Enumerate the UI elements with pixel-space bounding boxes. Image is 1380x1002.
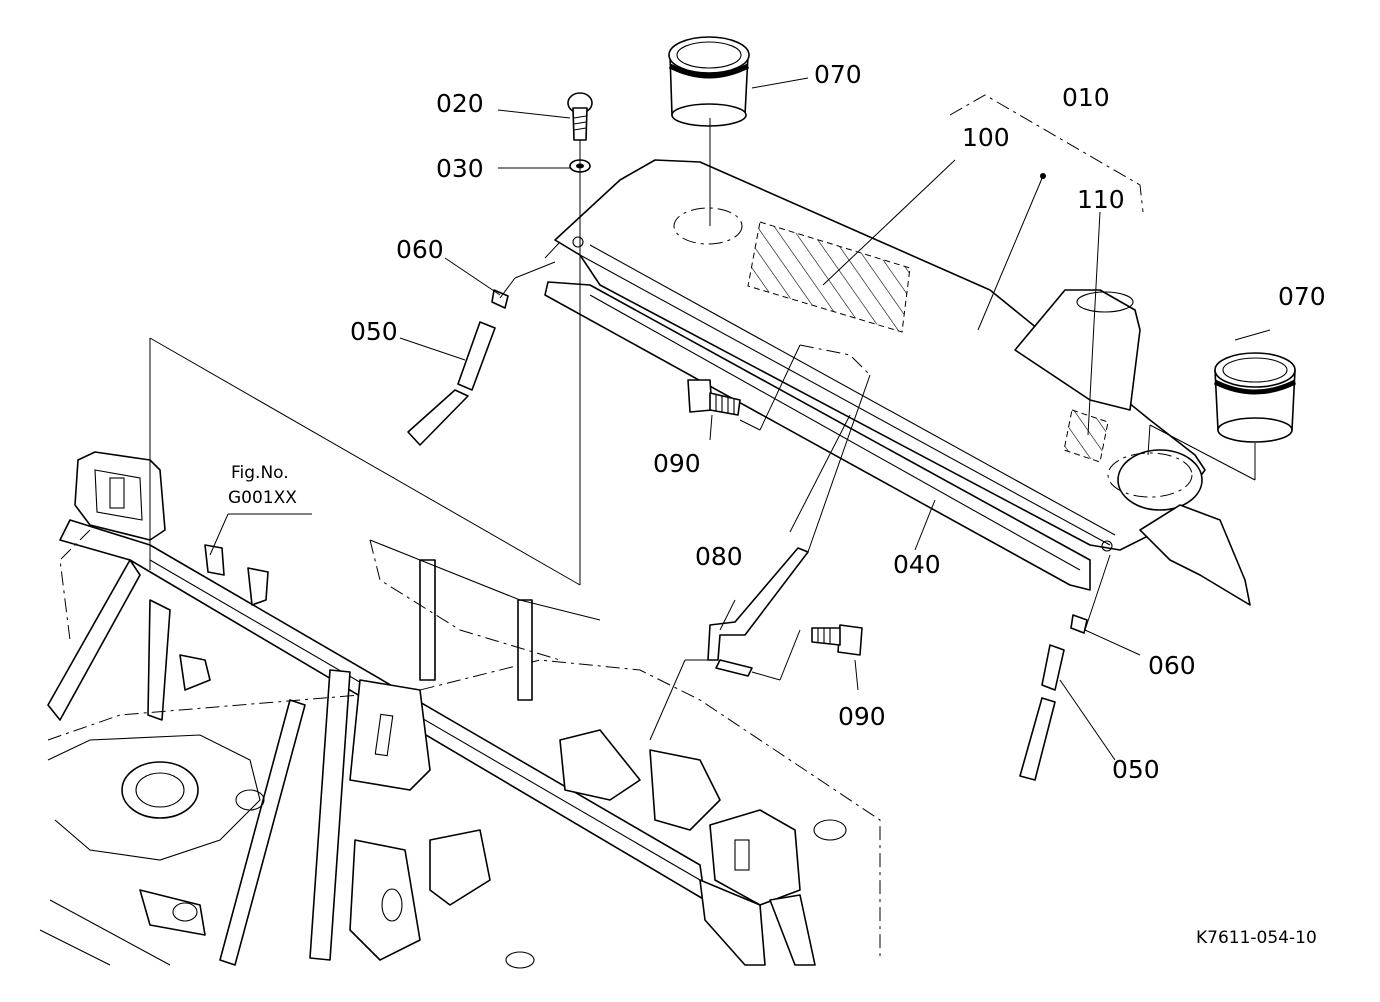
drawing-code: K7611-054-10 [1196, 928, 1317, 948]
callout-070-right: 070 [1278, 282, 1326, 311]
clamp-060-left [491, 289, 509, 309]
figure-ref-label: Fig.No. [231, 463, 289, 483]
clamp-060-right [1070, 614, 1088, 634]
callout-100: 100 [962, 123, 1010, 152]
bolt-090-left [687, 379, 741, 416]
callout-110: 110 [1077, 185, 1125, 214]
callout-030: 030 [436, 154, 484, 183]
bolt-020 [567, 92, 593, 141]
strap-080 [707, 547, 809, 677]
callout-050-right: 050 [1112, 755, 1160, 784]
chassis-frame [39, 451, 881, 969]
hose-050-right [1019, 644, 1065, 781]
callout-090-right: 090 [838, 702, 886, 731]
cup-holder-right [1213, 352, 1297, 443]
decal-100 [747, 221, 911, 333]
leader-lines [149, 77, 1271, 761]
callout-060-left: 060 [396, 235, 444, 264]
figure-ref-number: G001XX [228, 488, 297, 508]
decal-110 [1063, 409, 1109, 463]
callout-050-left: 050 [350, 317, 398, 346]
cover-assembly [544, 94, 1251, 606]
callout-070-left: 070 [814, 60, 862, 89]
callout-040: 040 [893, 550, 941, 579]
callout-labels: 020 030 060 050 070 010 100 110 070 090 … [228, 60, 1326, 948]
callout-090-left: 090 [653, 449, 701, 478]
callout-010: 010 [1062, 83, 1110, 112]
hose-050-left [407, 321, 496, 446]
bolt-090-right [811, 624, 863, 656]
callout-080: 080 [695, 542, 743, 571]
callout-060-right: 060 [1148, 651, 1196, 680]
cup-holder-left [668, 36, 750, 127]
callout-020: 020 [436, 89, 484, 118]
